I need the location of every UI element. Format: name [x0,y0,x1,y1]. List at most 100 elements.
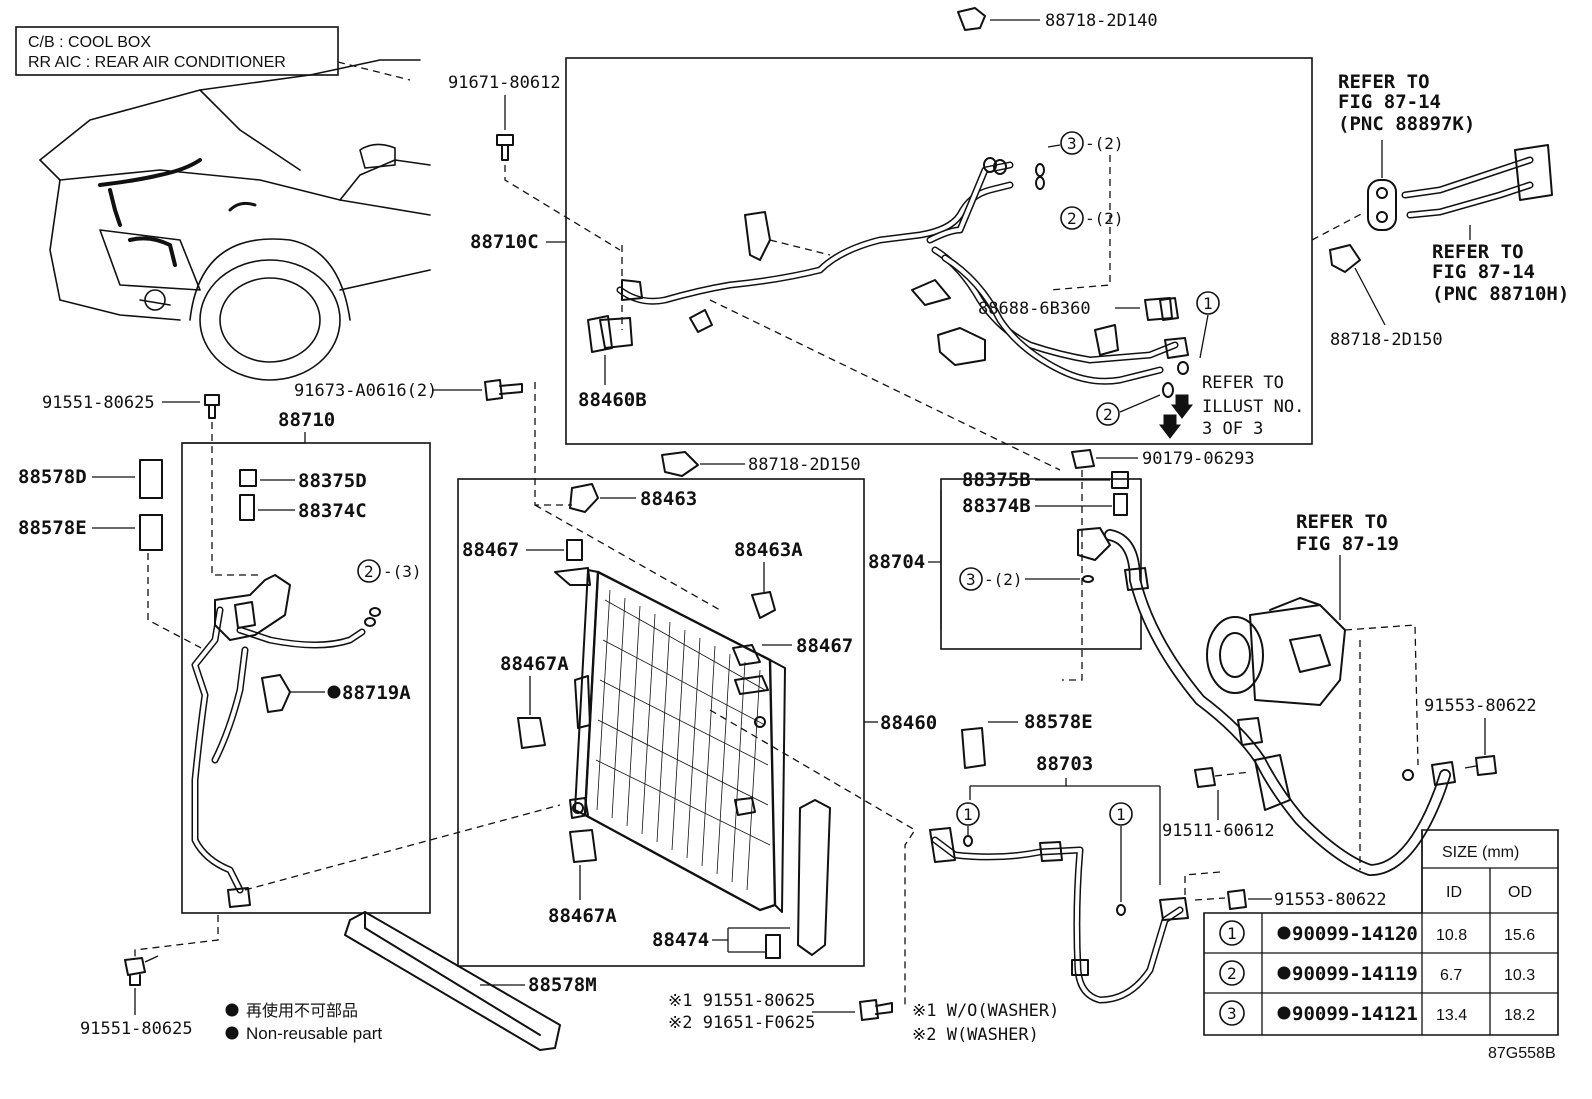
label-91651-f0625-note: ※2 91651-F0625 [668,1013,815,1033]
svg-text:(PNC 88710H): (PNC 88710H) [1432,283,1569,305]
svg-text:3: 3 [1227,1004,1237,1023]
note-nonreusable-jp: 再使用不可部品 [246,1002,358,1020]
ref-fig-87-14-b: REFER TO FIG 87-14 (PNC 88710H) [1401,144,1569,305]
svg-text:REFER TO: REFER TO [1338,71,1430,93]
label-88474: 88474 [652,929,709,951]
clip-88718-2d140: 88718-2D140 [957,7,1158,31]
size-table-col-id: ID [1446,884,1462,901]
svg-text:15.6: 15.6 [1504,927,1535,944]
switch-88719a: 88719A [261,674,411,713]
label-88710: 88710 [278,409,335,431]
size-table-row: 1 90099-14120 10.8 15.6 [1219,920,1535,946]
label-88710c: 88710C [470,231,539,253]
bolt-91553-80622-b: 91553-80622 [1194,889,1387,910]
pipe-assembly-88710 [191,574,366,908]
oring-callout-2-top-right: 2 [1096,394,1161,426]
cap-88578e-left: 88578E [18,514,206,651]
svg-text:-(2): -(2) [984,570,1023,589]
oring-callout-2-top: 2 -(2) [1049,155,1124,291]
svg-text:1: 1 [1116,805,1126,824]
svg-text:REFER TO: REFER TO [1202,373,1284,393]
bolt-91671-80612: 91671-80612 [448,73,621,251]
size-table: SIZE (mm) ID OD 1 90099-14120 10.8 15.6 … [1203,829,1559,1036]
label-91673-a0616: 91673-A0616(2) [294,381,437,401]
svg-text:13.4: 13.4 [1436,1007,1467,1024]
compressor: REFER TO FIG 87-19 [1206,511,1399,706]
label-88703: 88703 [1036,753,1093,775]
bracket-88463a: 88463A [734,539,803,619]
svg-text:FIG 87-19: FIG 87-19 [1296,533,1399,555]
clip-88688-6b360: 88688-6B360 [978,297,1173,321]
ref-illust-3-of-3: REFER TO ILLUST NO. 3 OF 3 [1158,373,1304,439]
label-88718-2d140: 88718-2D140 [1045,11,1158,31]
oring-callout-1-left: 1 [956,802,980,847]
label-88688-6b360: 88688-6B360 [978,299,1091,319]
svg-text:FIG 87-14: FIG 87-14 [1432,261,1535,283]
label-90179-06293: 90179-06293 [1142,449,1255,469]
label-88463a: 88463A [734,539,803,561]
svg-text:1: 1 [963,805,973,824]
group-box-88710 [181,442,431,914]
svg-text:10.8: 10.8 [1436,927,1467,944]
label-88704: 88704 [868,551,925,573]
label-88467a-top: 88467A [500,653,569,675]
svg-text:FIG 87-14: FIG 87-14 [1338,91,1441,113]
label-91553-80622-b: 91553-80622 [1274,890,1387,910]
label-88460b: 88460B [578,389,647,411]
clip-88718-2d150-right: 88718-2D150 [1329,244,1443,350]
oring-callout-2-left: 2 -(3) [357,559,422,627]
valve-88374c: 88374C [239,494,367,522]
condenser-88460 [554,567,786,913]
label-88578e-left: 88578E [18,517,87,539]
bolt-91553-80622-a: 91553-80622 [1424,696,1537,776]
svg-text:10.3: 10.3 [1504,967,1535,984]
bolt-91551-80625-bottom: 91551-80625 [80,915,219,1039]
cap-88375d: 88375D [239,469,367,492]
label-91553-80622-a: 91553-80622 [1424,696,1537,716]
cap-88375b: 88375B [962,469,1129,491]
svg-text:90099-14121: 90099-14121 [1292,1003,1418,1025]
note-nonreusable-en: Non-reusable part [246,1024,382,1043]
label-group-88704: 88704 [868,490,942,630]
svg-text:6.7: 6.7 [1440,967,1462,984]
svg-text:2: 2 [1227,964,1237,983]
clip-88718-2d150-mid: 88718-2D150 [661,451,861,477]
oring-callout-1-top: 1 [1196,291,1220,359]
cushion-88467a-top: 88467A [500,653,569,749]
label-91551-80625-top: 91551-80625 [42,393,155,413]
svg-text:90099-14119: 90099-14119 [1292,963,1418,985]
svg-text:18.2: 18.2 [1504,1007,1535,1024]
svg-text:3: 3 [1067,134,1077,153]
note-wo-washer: ※1 W/O(WASHER) [912,1001,1059,1021]
oring-callout-3-mid: 3 -(2) [959,567,1094,591]
fitting-90179-06293: 90179-06293 [1062,449,1255,681]
svg-text:(PNC 88897K): (PNC 88897K) [1338,113,1475,135]
bracket-88463: 88463 [534,483,721,611]
label-88718-2d150-mid: 88718-2D150 [748,455,861,475]
oring-callout-1-right: 1 [1109,802,1133,916]
label-88719a: 88719A [342,682,411,704]
size-table-col-od: OD [1508,884,1532,901]
label-91551-80625-bottom: 91551-80625 [80,1019,193,1039]
size-table-row: 2 90099-14119 6.7 10.3 [1219,960,1535,986]
label-88374c: 88374C [298,500,367,522]
group-box-88710c [565,57,1313,445]
bolt-91673-a0616: 91673-A0616(2) [294,379,572,506]
svg-text:2: 2 [1103,405,1113,424]
label-88375b: 88375B [962,469,1031,491]
note-w-washer: ※2 W(WASHER) [912,1025,1039,1045]
label-88374b: 88374B [962,495,1031,517]
label-88578m: 88578M [528,974,597,996]
pipe-88703 [929,827,1189,1004]
label-88467-b: 88467 [796,635,853,657]
cap-88578e-right: 88578E [961,711,1093,769]
svg-text:ILLUST NO.: ILLUST NO. [1202,397,1304,417]
cushion-88467a-bottom: 88467A [548,829,617,927]
svg-text:REFER TO: REFER TO [1432,241,1524,263]
bolt-91551-80625-top: 91551-80625 [42,393,260,576]
svg-text:-(2): -(2) [1085,134,1124,153]
label-91671-80612: 91671-80612 [448,73,561,93]
size-table-row: 3 90099-14121 13.4 18.2 [1219,1000,1535,1026]
svg-text:2: 2 [1067,209,1077,228]
